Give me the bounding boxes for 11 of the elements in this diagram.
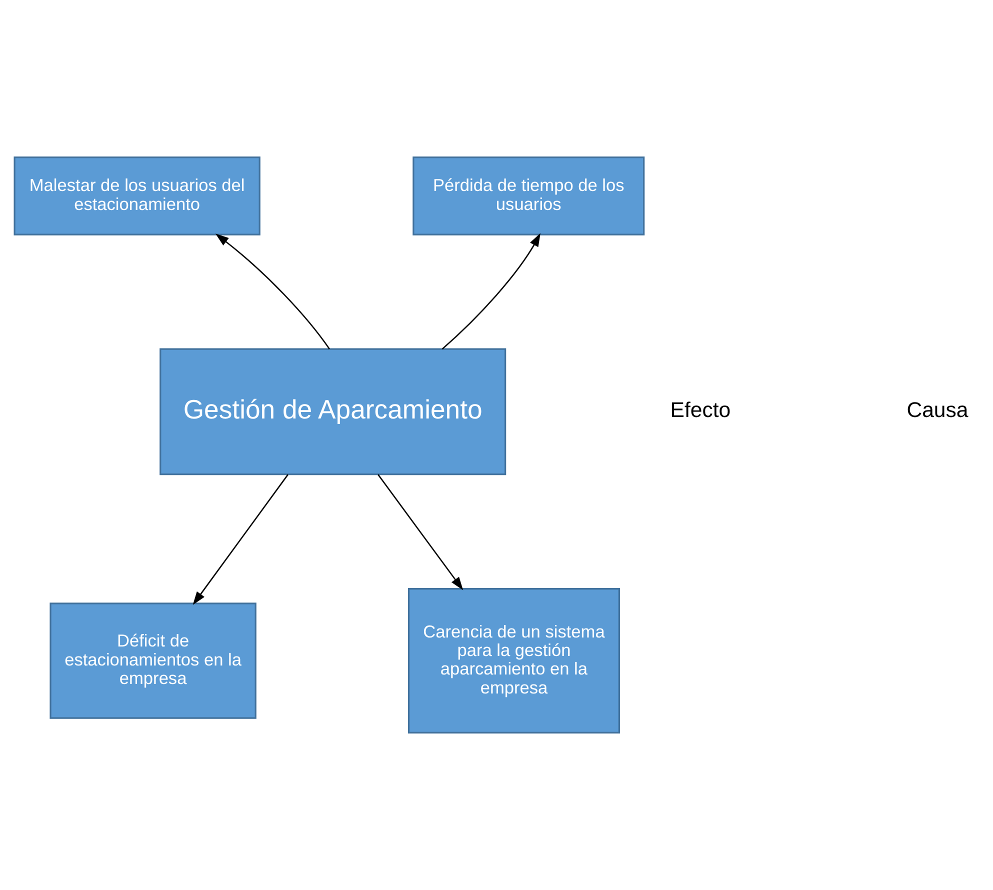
node-box: Gestión de Aparcamiento: [159, 348, 506, 476]
arrow: [214, 234, 330, 350]
arrow: [441, 233, 540, 350]
arrow: [192, 474, 288, 605]
node-box: Carencia de un sistema para la gestión aparcamiento en la empresa: [407, 588, 620, 734]
label: Efecto: [670, 398, 730, 422]
node-box: Déficit de estacionamientos en la empresa: [49, 602, 256, 719]
label: Causa: [906, 398, 968, 422]
node-box: Malestar de los usuarios del estacionamiento: [13, 156, 260, 236]
node-box: Pérdida de tiempo de los usuarios: [412, 156, 644, 236]
arrow: [377, 474, 463, 590]
